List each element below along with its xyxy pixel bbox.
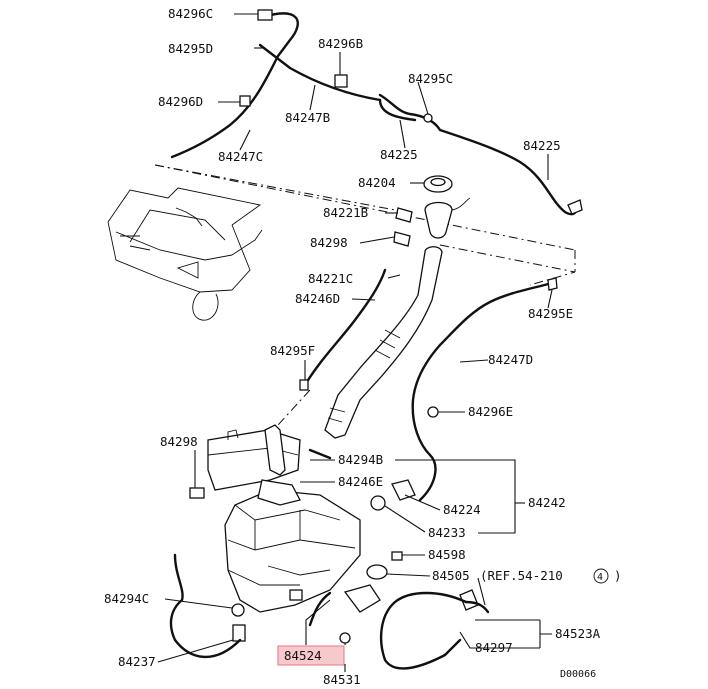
hose-84246D — [299, 268, 387, 391]
label-84598: 84598 — [428, 547, 466, 562]
label-84221C: 84221C — [308, 271, 353, 286]
part-labels: 84296C 84295D 84296B 84296D 84247B 84295… — [104, 6, 622, 687]
label-84295E: 84295E — [528, 306, 573, 321]
ref-circle — [593, 568, 609, 584]
washer-tank — [207, 424, 361, 613]
label-84246D: 84246D — [295, 291, 340, 306]
label-84523A: 84523A — [555, 626, 601, 641]
clip-84598 — [391, 551, 403, 561]
grommet-84531 — [339, 632, 351, 644]
pump-84224 — [391, 479, 416, 501]
connector-84295E — [547, 277, 558, 291]
label-84298-lower: 84298 — [160, 434, 198, 449]
label-84246E: 84246E — [338, 474, 383, 489]
label-84524: 84524 — [284, 648, 322, 663]
label-84296E: 84296E — [468, 404, 513, 419]
label-84247D: 84247D — [488, 352, 533, 367]
label-ref: (REF.54-210 — [480, 568, 563, 583]
joint-84295C — [423, 113, 433, 123]
small-components — [169, 479, 490, 670]
motor-84524-pump — [343, 584, 381, 613]
label-84225-right: 84225 — [523, 138, 561, 153]
label-84505: 84505 — [432, 568, 470, 583]
bolt-84298 — [189, 487, 205, 499]
label-ref-num: 4 — [597, 572, 603, 583]
grommet-84233 — [370, 495, 386, 511]
vehicle-outline — [107, 187, 263, 321]
label-84233: 84233 — [428, 525, 466, 540]
label-84295D: 84295D — [168, 41, 213, 56]
label-ref-close: ) — [614, 568, 622, 583]
clip-84296D — [239, 95, 251, 107]
grommet-84294C — [231, 603, 245, 617]
diagram-code: D00066 — [560, 669, 596, 680]
filler-neck-assembly — [324, 175, 471, 439]
clip-84296E — [427, 406, 439, 418]
label-84296D: 84296D — [158, 94, 203, 109]
label-84531: 84531 — [323, 672, 361, 687]
label-84296B: 84296B — [318, 36, 363, 51]
label-84298-upper: 84298 — [310, 235, 348, 250]
leader-lines — [157, 13, 553, 672]
upper-hoses — [170, 9, 583, 216]
label-84295C: 84295C — [408, 71, 453, 86]
label-84247C: 84247C — [218, 149, 263, 164]
label-84297: 84297 — [475, 640, 513, 655]
label-84204: 84204 — [358, 175, 396, 190]
label-84294B: 84294B — [338, 452, 383, 467]
label-84237: 84237 — [118, 654, 156, 669]
grommet-84505 — [366, 564, 388, 580]
nozzle-84225-right — [567, 199, 583, 215]
label-84295F: 84295F — [270, 343, 315, 358]
connector-84237 — [232, 624, 246, 642]
check-valve-84295F — [299, 379, 309, 391]
label-84247B: 84247B — [285, 110, 330, 125]
highlight-84524 — [277, 645, 345, 666]
nozzle-84296C — [257, 9, 273, 21]
label-84242: 84242 — [528, 495, 566, 510]
label-84224: 84224 — [443, 502, 481, 517]
reference-plane — [154, 164, 576, 426]
label-84294C: 84294C — [104, 591, 149, 606]
label-84296C: 84296C — [168, 6, 213, 21]
label-84221B: 84221B — [323, 205, 368, 220]
label-84225-left: 84225 — [380, 147, 418, 162]
clip-84296B — [334, 74, 348, 88]
